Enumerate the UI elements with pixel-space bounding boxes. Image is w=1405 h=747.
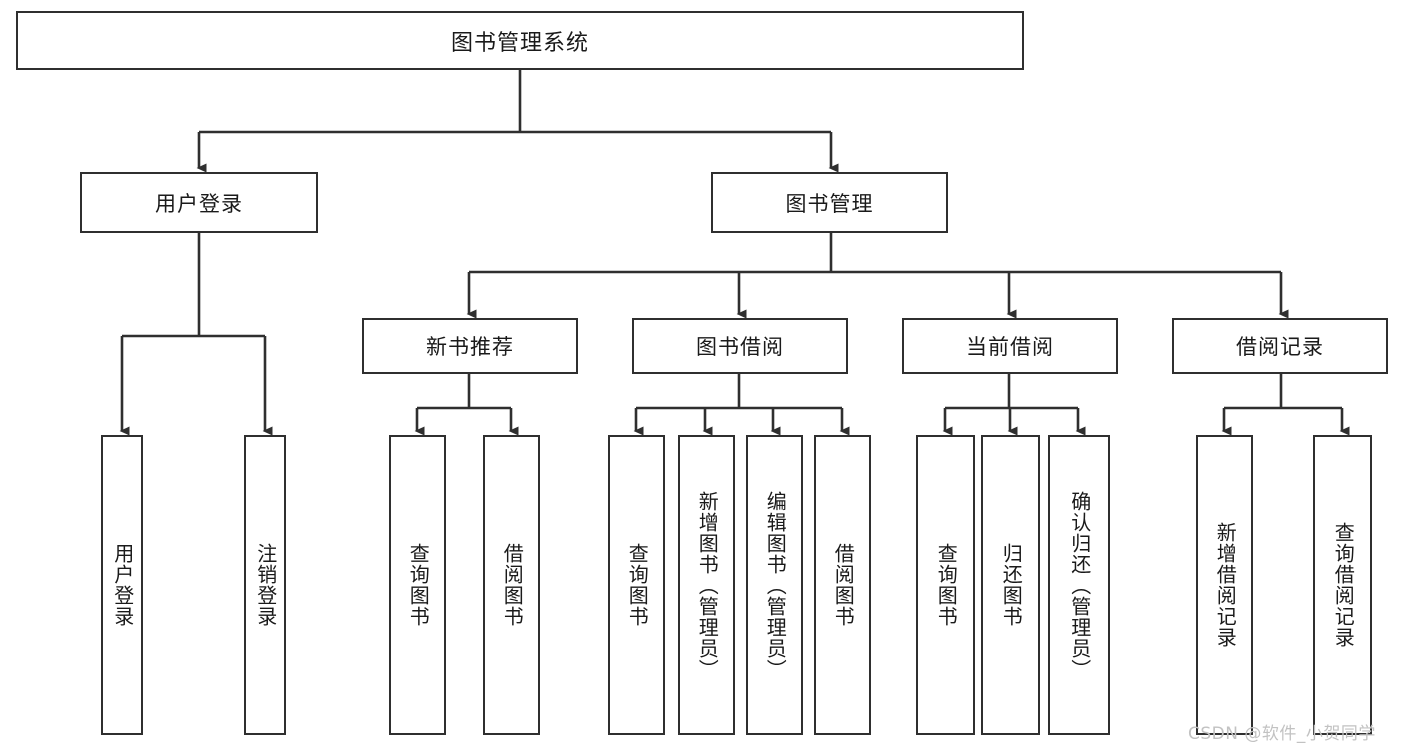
node-new-book-recommend-label: 新书推荐 xyxy=(426,335,514,359)
node-book-borrow-label: 图书借阅 xyxy=(696,335,784,359)
leaf-return-book[interactable]: 归还图书 xyxy=(981,435,1040,735)
node-book-manage-label: 图书管理 xyxy=(785,191,874,216)
leaf-add-book-label: 新增图书（管理员） xyxy=(695,490,720,680)
leaf-borrow-book-2-label: 借阅图书 xyxy=(831,543,856,627)
node-user-login[interactable]: 用户登录 xyxy=(80,172,318,233)
leaf-query-book-2[interactable]: 查询图书 xyxy=(608,435,665,735)
leaf-query-book-3-label: 查询图书 xyxy=(934,543,959,627)
csdn-watermark: CSDN @软件_小贺同学 xyxy=(1188,724,1376,744)
leaf-return-book-label: 归还图书 xyxy=(999,543,1024,627)
node-borrow-record[interactable]: 借阅记录 xyxy=(1172,318,1388,374)
leaf-edit-book-label: 编辑图书（管理员） xyxy=(763,490,788,680)
leaf-borrow-book-1[interactable]: 借阅图书 xyxy=(483,435,540,735)
node-user-login-label: 用户登录 xyxy=(155,191,243,216)
leaf-user-login[interactable]: 用户登录 xyxy=(101,435,143,735)
node-new-book-recommend[interactable]: 新书推荐 xyxy=(362,318,578,374)
leaf-query-book-1-label: 查询图书 xyxy=(406,543,431,627)
leaf-add-record-label: 新增借阅记录 xyxy=(1213,522,1238,648)
node-current-borrow-label: 当前借阅 xyxy=(966,335,1054,359)
leaf-query-book-2-label: 查询图书 xyxy=(625,543,650,627)
node-book-manage[interactable]: 图书管理 xyxy=(711,172,948,233)
leaf-confirm-return[interactable]: 确认归还（管理员） xyxy=(1048,435,1110,735)
node-book-borrow[interactable]: 图书借阅 xyxy=(632,318,848,374)
leaf-borrow-book-2[interactable]: 借阅图书 xyxy=(814,435,871,735)
node-root-label: 图书管理系统 xyxy=(450,30,589,56)
leaf-user-login-label: 用户登录 xyxy=(110,543,135,627)
leaf-query-record[interactable]: 查询借阅记录 xyxy=(1313,435,1372,735)
leaf-query-record-label: 查询借阅记录 xyxy=(1331,522,1356,648)
node-current-borrow[interactable]: 当前借阅 xyxy=(902,318,1118,374)
leaf-query-book-1[interactable]: 查询图书 xyxy=(389,435,446,735)
node-root[interactable]: 图书管理系统 xyxy=(16,11,1024,70)
leaf-confirm-return-label: 确认归还（管理员） xyxy=(1067,490,1092,680)
leaf-borrow-book-1-label: 借阅图书 xyxy=(500,543,525,627)
leaf-add-record[interactable]: 新增借阅记录 xyxy=(1196,435,1253,735)
leaf-logout[interactable]: 注销登录 xyxy=(244,435,286,735)
node-borrow-record-label: 借阅记录 xyxy=(1236,335,1324,359)
leaf-edit-book[interactable]: 编辑图书（管理员） xyxy=(746,435,803,735)
leaf-query-book-3[interactable]: 查询图书 xyxy=(916,435,975,735)
leaf-logout-label: 注销登录 xyxy=(253,543,278,627)
leaf-add-book[interactable]: 新增图书（管理员） xyxy=(678,435,735,735)
